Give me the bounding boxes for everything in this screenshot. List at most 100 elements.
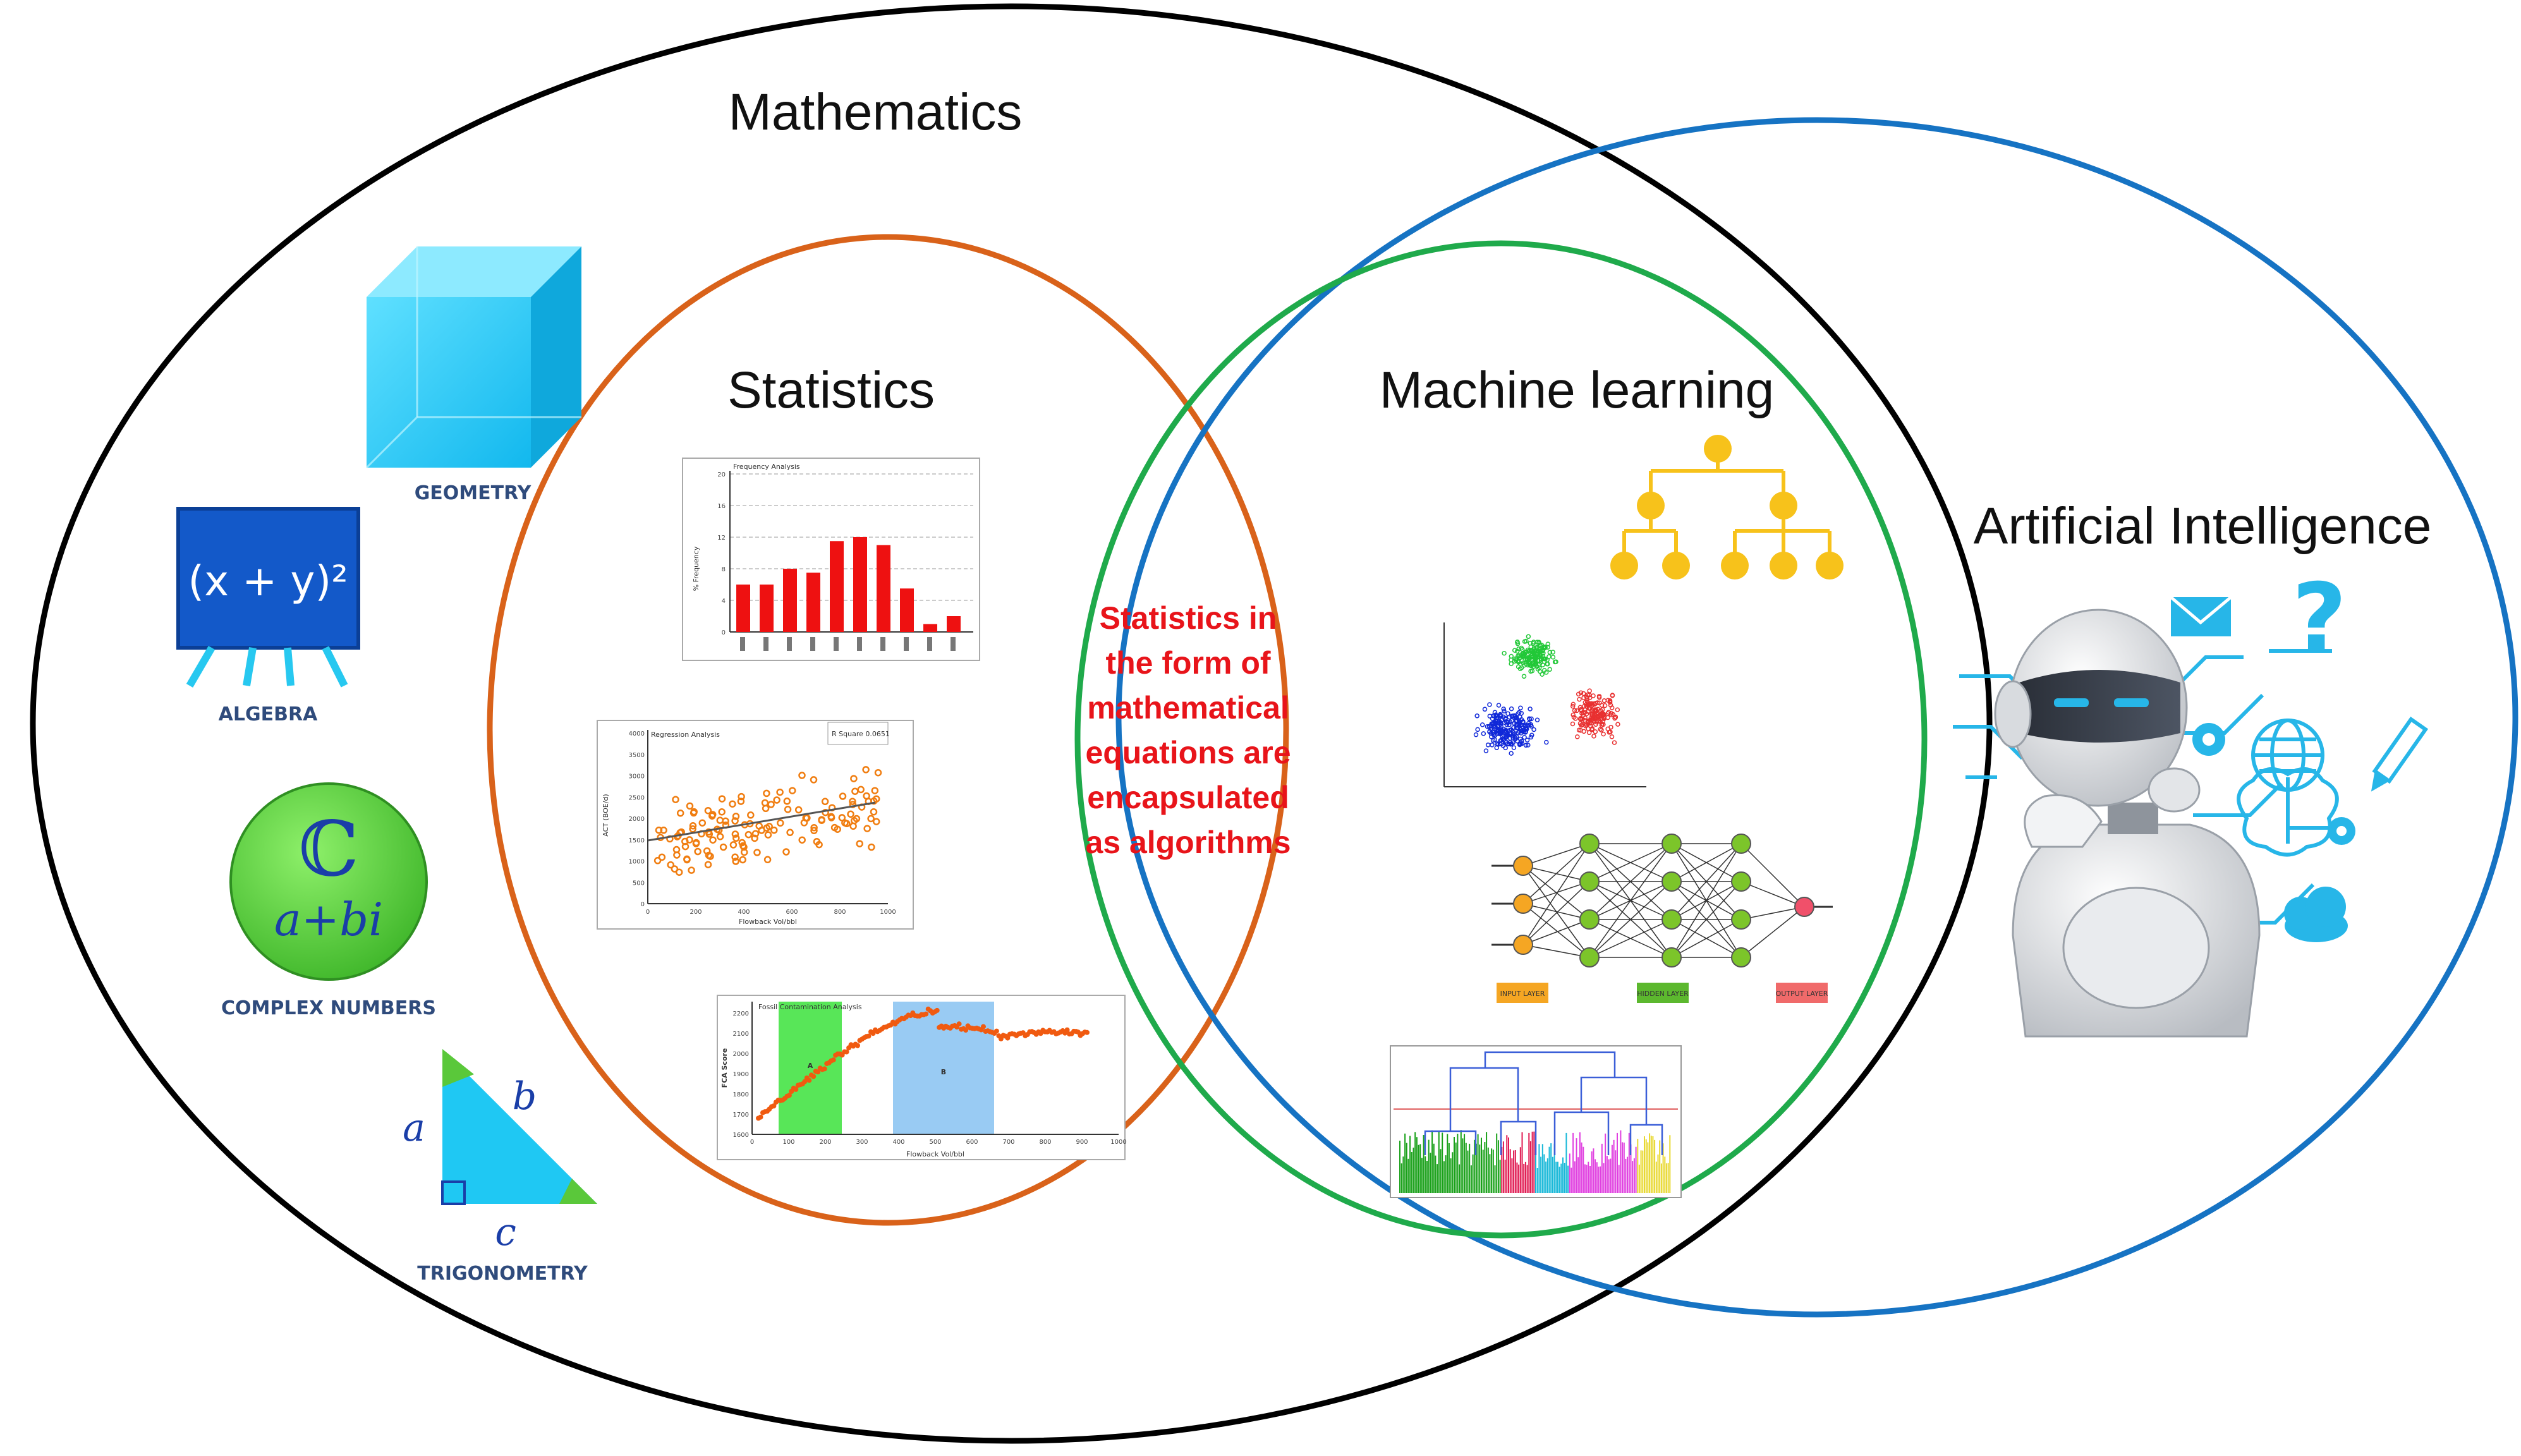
cluster-point <box>1498 718 1504 723</box>
histogram-xtick-mark <box>834 637 839 651</box>
cluster-point <box>1522 639 1528 644</box>
center-line-6: as algorithms <box>1085 825 1291 860</box>
brain-icon <box>2237 767 2339 857</box>
regression-point <box>671 865 679 873</box>
cluster-point <box>1491 713 1497 719</box>
regression-xtick: 0 <box>646 909 650 916</box>
geometry-caption: GEOMETRY <box>415 482 532 504</box>
cluster-point <box>1576 727 1582 732</box>
regression-point <box>798 836 806 844</box>
regression-point <box>782 848 790 856</box>
regression-point <box>732 858 739 865</box>
fca-region-b-label: B <box>941 1068 946 1076</box>
cluster-point <box>1483 748 1489 753</box>
regression-xlabel: Flowback Vol/bbl <box>739 918 797 926</box>
fca-point <box>793 1086 799 1092</box>
regression-chart: Regression Analysis R Square 0.0651 ACT … <box>597 720 914 930</box>
regression-xtick: 200 <box>689 909 702 916</box>
cluster-point <box>1490 720 1495 726</box>
center-line-3: mathematical <box>1087 690 1289 725</box>
trigonometry-caption: TRIGONOMETRY <box>417 1263 588 1285</box>
geometry-cube-icon <box>365 246 581 469</box>
fca-point <box>1064 1027 1070 1033</box>
regression-point <box>798 772 806 779</box>
regression-point <box>818 816 825 824</box>
ai-robot-icon: ? <box>1953 564 2429 1038</box>
cluster-point <box>1512 648 1517 653</box>
regression-point <box>770 826 778 834</box>
fca-xtick: 0 <box>750 1139 754 1146</box>
nn-node <box>1579 834 1600 854</box>
regression-trend-line <box>647 801 876 842</box>
cluster-point <box>1517 655 1522 660</box>
regression-point <box>738 792 745 801</box>
regression-point <box>751 830 760 837</box>
nn-node <box>1579 909 1600 930</box>
histogram-xtick-mark <box>810 637 815 651</box>
cluster-point <box>1521 652 1527 657</box>
cluster-point <box>1534 640 1540 645</box>
cluster-point <box>1504 722 1510 727</box>
cluster-point <box>1595 718 1600 723</box>
cluster-point <box>1581 691 1586 696</box>
cluster-point <box>1531 651 1536 656</box>
cluster-point <box>1507 731 1513 736</box>
cluster-point <box>1599 727 1604 733</box>
cluster-point <box>1582 707 1588 713</box>
regression-point <box>776 788 784 796</box>
center-line-5: encapsulated <box>1087 780 1289 815</box>
algebra-caption: ALGEBRA <box>219 703 318 725</box>
regression-ytick: 3000 <box>629 774 645 780</box>
regression-point <box>739 856 746 864</box>
regression-point <box>739 842 747 850</box>
cluster-point <box>1519 717 1524 722</box>
nn-node <box>1731 871 1751 892</box>
nn-hidden-label: HIDDEN LAYER <box>1637 990 1689 998</box>
regression-point <box>810 827 818 835</box>
cluster-point <box>1503 727 1509 733</box>
cluster-point <box>1479 722 1485 727</box>
regression-point <box>822 808 829 816</box>
cluster-point <box>1584 702 1589 707</box>
fca-point <box>811 1074 817 1079</box>
fca-title: Fossil Contamination Analysis <box>758 1003 862 1011</box>
cluster-point <box>1522 722 1528 728</box>
regression-point <box>863 792 870 800</box>
cluster-point <box>1534 645 1540 650</box>
histogram-xtick-mark <box>787 637 792 651</box>
regression-legend: R Square 0.0651 <box>832 730 890 738</box>
regression-point <box>676 809 684 817</box>
cluster-point <box>1510 735 1516 740</box>
cluster-point <box>1496 703 1502 708</box>
regression-point <box>827 814 835 822</box>
pencil-icon <box>2371 716 2429 792</box>
regression-point <box>707 852 714 860</box>
cluster-point <box>1516 711 1521 717</box>
cluster-point <box>1534 717 1540 723</box>
nn-node <box>1661 909 1682 930</box>
histogram-ytick: 12 <box>717 535 726 542</box>
regression-point <box>732 813 740 820</box>
cluster-point <box>1570 712 1576 717</box>
cluster-point <box>1570 703 1576 709</box>
regression-point <box>857 786 865 794</box>
cluster-point <box>1509 653 1514 659</box>
histogram-xtick-mark <box>880 637 885 651</box>
cluster-point <box>1605 715 1610 720</box>
cluster-point <box>1592 701 1598 707</box>
cluster-point <box>1517 742 1522 748</box>
regression-point <box>688 866 695 874</box>
cluster-point <box>1519 645 1524 651</box>
fca-ylabel: FCA Score <box>720 1048 729 1088</box>
fca-region-b <box>893 1002 994 1134</box>
fca-point <box>815 1069 821 1075</box>
cluster-point <box>1605 726 1610 732</box>
cluster-point <box>1522 735 1527 740</box>
regression-point <box>777 819 784 827</box>
histogram-ytick: 0 <box>722 629 726 636</box>
cluster-point <box>1515 648 1520 654</box>
regression-point <box>773 796 781 804</box>
regression-point <box>758 827 765 834</box>
regression-point <box>761 799 769 807</box>
cluster-point <box>1599 703 1605 708</box>
